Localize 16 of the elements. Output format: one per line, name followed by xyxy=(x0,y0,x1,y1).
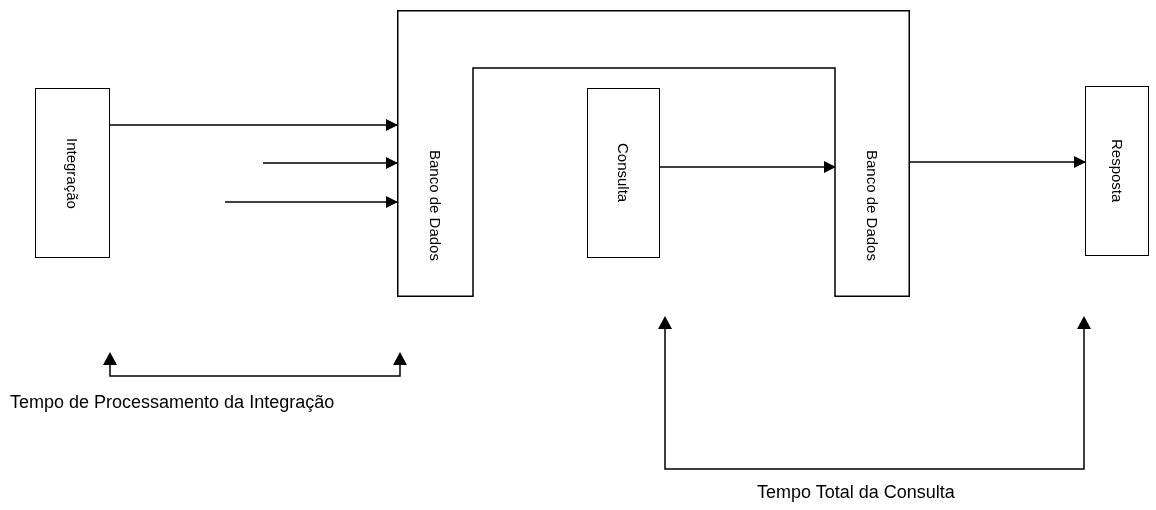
dimension-label: Tempo de Processamento da Integração xyxy=(10,392,335,413)
node-label: Banco de Dados xyxy=(426,150,444,261)
arrow xyxy=(224,196,398,208)
node-label: Resposta xyxy=(1108,139,1126,203)
node-label: Banco de Dados xyxy=(863,150,881,261)
database-arch xyxy=(397,10,910,297)
dimension-label: Tempo Total da Consulta xyxy=(757,482,955,503)
node-label: Consulta xyxy=(615,143,632,203)
node-label: Integração xyxy=(64,137,81,209)
process-box xyxy=(35,88,110,258)
arrow xyxy=(262,157,398,169)
process-box xyxy=(587,88,660,258)
arrow xyxy=(109,119,398,131)
process-box xyxy=(1085,86,1149,256)
arrow xyxy=(659,161,836,173)
arrow xyxy=(909,156,1086,168)
